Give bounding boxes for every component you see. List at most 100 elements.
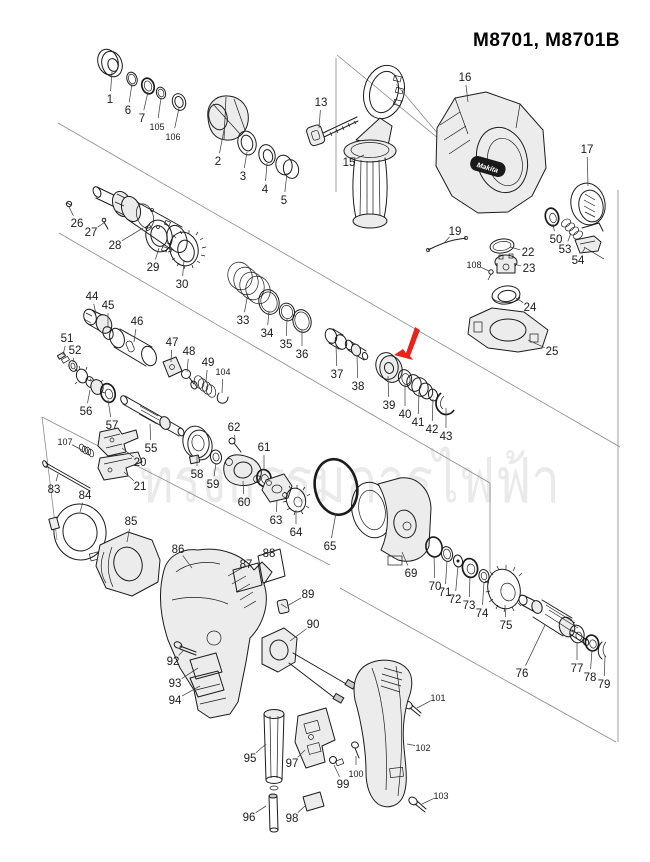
part-label-58: 58: [191, 469, 204, 481]
leader-line-76: [525, 624, 546, 666]
leader-line-63: [276, 499, 278, 513]
part-48-striker: [181, 369, 198, 390]
part-72-disc: [452, 554, 464, 568]
part-label-104: 104: [215, 367, 230, 377]
leader-line-46: [133, 328, 137, 343]
part-label-43: 43: [440, 431, 453, 443]
part-label-26: 26: [71, 218, 84, 230]
part-53-spring-lever: [561, 218, 604, 240]
labels-layer: 1671051062345131516171922231082425505354…: [48, 72, 611, 825]
leader-line-69: [401, 551, 409, 566]
part-label-101: 101: [430, 693, 445, 703]
leader-line-78: [590, 649, 593, 670]
part-43-c-clip: [435, 392, 455, 416]
part-label-50: 50: [550, 234, 563, 246]
part-label-96: 96: [243, 812, 256, 824]
part-label-2: 2: [215, 156, 221, 168]
leader-line-1: [110, 71, 113, 92]
part-label-72: 72: [449, 594, 462, 606]
part-47-guide: [162, 356, 183, 378]
part-62-screw: [228, 437, 242, 453]
part-19-wire-clip: [426, 236, 468, 252]
part-89-block: [276, 598, 290, 615]
leader-line-104: [221, 378, 224, 394]
part-label-53: 53: [559, 244, 572, 256]
part-34-ring: [258, 289, 280, 315]
part-106-ring: [171, 93, 187, 111]
leader-line-70: [433, 555, 436, 579]
part-label-25: 25: [546, 346, 559, 358]
part-label-85: 85: [125, 516, 138, 528]
leader-line-44: [93, 303, 97, 315]
part-75-bevel-gear: [484, 565, 526, 613]
leader-line-51: [62, 345, 66, 356]
leader-line-34: [267, 310, 270, 326]
part-27-pin: [101, 217, 109, 230]
part-54-bracket: [574, 235, 605, 260]
leader-line-13: [318, 109, 321, 129]
part-21-lever-plate: [97, 451, 143, 481]
leader-line-93: [181, 667, 199, 679]
part-99-clamp: [329, 756, 345, 767]
leader-line-26: [68, 206, 74, 217]
leader-line-38: [356, 355, 359, 379]
part-5-cap: [275, 154, 300, 179]
leader-line-92: [178, 649, 185, 656]
part-label-64: 64: [290, 527, 303, 539]
part-46-cylinder: [109, 327, 157, 367]
part-label-75: 75: [500, 620, 513, 632]
leader-line-73: [468, 575, 471, 598]
leader-line-16: [465, 84, 469, 103]
leader-line-3: [243, 151, 248, 169]
part-label-71: 71: [439, 587, 452, 599]
part-71-ring: [440, 546, 454, 562]
part-label-88: 88: [263, 548, 276, 560]
part-label-69: 69: [405, 568, 418, 580]
part-label-13: 13: [315, 97, 328, 109]
part-105-ring: [155, 86, 167, 100]
part-label-60: 60: [238, 497, 251, 509]
part-label-45: 45: [102, 300, 115, 312]
part-label-74: 74: [476, 608, 489, 620]
leaders-layer: [55, 71, 606, 813]
part-label-98: 98: [286, 813, 299, 825]
part-label-87: 87: [240, 559, 253, 571]
part-label-4: 4: [262, 184, 269, 196]
part-24-ring-holder: [491, 285, 521, 305]
part-label-7: 7: [139, 113, 145, 125]
leader-line-4: [265, 162, 268, 182]
part-6-ring: [126, 71, 138, 87]
part-25-base-cover: [467, 307, 549, 353]
leader-line-52: [72, 357, 75, 363]
part-28-spindle: [92, 186, 188, 254]
leader-line-50: [552, 223, 555, 232]
part-label-30: 30: [176, 279, 189, 291]
part-1-bearing: [97, 48, 123, 78]
leader-line-106: [174, 107, 180, 129]
part-17-sleeve: [570, 182, 606, 226]
part-label-41: 41: [412, 417, 425, 429]
part-label-108: 108: [466, 260, 481, 270]
part-label-35: 35: [280, 339, 293, 351]
leader-line-74: [482, 581, 485, 606]
leader-line-48: [186, 358, 189, 373]
leader-line-17: [586, 156, 589, 187]
part-label-27: 27: [85, 227, 98, 239]
part-42-o-ring: [427, 388, 439, 402]
leader-line-55: [149, 423, 152, 441]
leader-line-96: [255, 805, 267, 813]
leader-line-27: [97, 221, 106, 228]
part-label-93: 93: [169, 678, 182, 690]
leader-line-65: [331, 512, 337, 539]
leader-line-54: [581, 247, 586, 254]
leader-line-79: [603, 655, 606, 677]
part-label-54: 54: [572, 255, 585, 267]
part-label-57: 57: [106, 420, 119, 432]
leader-line-84: [79, 502, 84, 513]
part-label-47: 47: [166, 337, 179, 349]
part-37-sleeve: [324, 328, 348, 350]
leader-line-25: [527, 339, 545, 349]
part-label-94: 94: [169, 695, 182, 707]
